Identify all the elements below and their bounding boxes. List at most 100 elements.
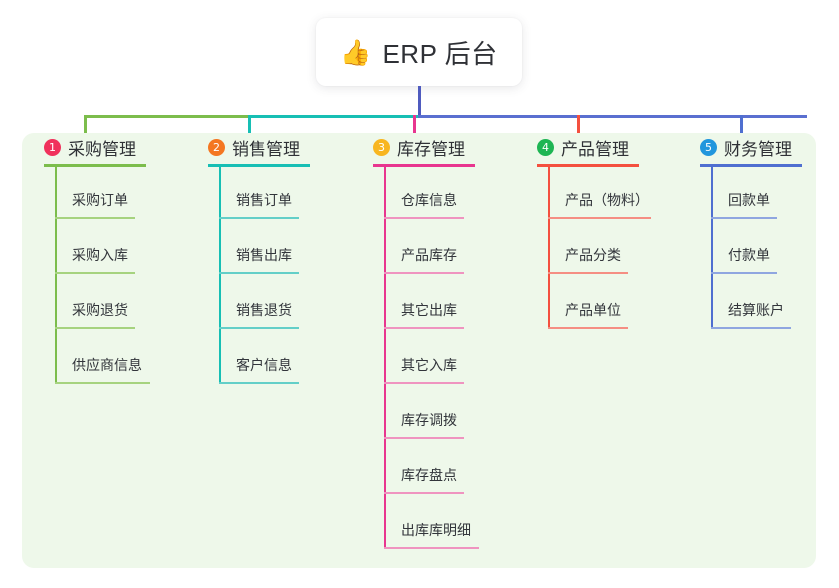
branch-column-1: 1 采购管理采购订单采购入库采购退货供应商信息 [44, 133, 150, 384]
leaf-item-underline [548, 327, 628, 329]
leaf-item-underline [384, 217, 464, 219]
leaf-item-label: 其它出库 [401, 302, 457, 318]
branch-underline [208, 164, 310, 167]
leaf-item[interactable]: 仓库信息 [384, 164, 464, 219]
leaf-item-underline [548, 217, 651, 219]
leaf-item-underline [55, 217, 135, 219]
leaf-item-underline [219, 382, 299, 384]
leaf-item-label: 客户信息 [236, 357, 292, 373]
leaf-item[interactable]: 库存盘点 [384, 439, 464, 494]
connector-drop-2 [248, 115, 251, 137]
branch-spine [548, 164, 550, 329]
leaf-item-label: 采购入库 [72, 247, 128, 263]
leaf-item[interactable]: 其它出库 [384, 274, 464, 329]
branch-number-badge: 4 [537, 138, 554, 156]
leaf-item-label: 产品（物料） [565, 192, 649, 208]
branch-column-5: 5 财务管理回款单付款单结算账户 [700, 133, 802, 329]
leaf-item-underline [384, 437, 464, 439]
leaf-item-label: 产品单位 [565, 302, 621, 318]
leaf-item-underline [711, 217, 777, 219]
leaf-item[interactable]: 销售订单 [219, 164, 299, 219]
leaf-item[interactable]: 采购入库 [55, 219, 135, 274]
thumbs-up-icon: 👍 [340, 37, 372, 67]
leaf-item-label: 销售退货 [236, 302, 292, 318]
branch-header-3[interactable]: 3 库存管理 [373, 133, 475, 161]
leaf-item-label: 仓库信息 [401, 192, 457, 208]
branch-underline [700, 164, 802, 167]
leaf-item-label: 采购订单 [72, 192, 128, 208]
branch-title: 库存管理 [397, 139, 465, 159]
branch-underline [537, 164, 639, 167]
leaf-item-label: 产品分类 [565, 247, 621, 263]
branch-number-badge: 1 [44, 138, 61, 156]
leaf-item[interactable]: 销售退货 [219, 274, 299, 329]
leaf-item-label: 采购退货 [72, 302, 128, 318]
leaf-item[interactable]: 产品（物料） [548, 164, 651, 219]
leaf-item-underline [55, 327, 135, 329]
leaf-item-underline [711, 272, 777, 274]
leaf-item[interactable]: 供应商信息 [55, 329, 150, 384]
leaf-item-underline [384, 492, 464, 494]
leaf-item-underline [384, 547, 479, 549]
branch-spine [384, 164, 386, 549]
leaf-item-underline [711, 327, 791, 329]
branch-title: 采购管理 [68, 139, 136, 159]
leaf-item[interactable]: 客户信息 [219, 329, 299, 384]
leaf-item-underline [219, 217, 299, 219]
connector-drop-5 [740, 115, 743, 137]
leaf-item[interactable]: 产品单位 [548, 274, 628, 329]
leaf-item-label: 其它入库 [401, 357, 457, 373]
leaf-item-label: 回款单 [728, 192, 770, 208]
connector-segment-green [84, 115, 251, 118]
connector-segment-blue [418, 115, 807, 118]
root-node-content: 👍 ERP 后台 [340, 34, 497, 71]
leaf-item-label: 销售出库 [236, 247, 292, 263]
leaf-item[interactable]: 付款单 [711, 219, 777, 274]
branch-column-3: 3 库存管理仓库信息产品库存其它出库其它入库库存调拨库存盘点出库库明细 [373, 133, 479, 549]
leaf-item[interactable]: 采购退货 [55, 274, 135, 329]
leaf-item-underline [219, 272, 299, 274]
branch-underline [373, 164, 475, 167]
branch-header-5[interactable]: 5 财务管理 [700, 133, 802, 161]
leaf-item[interactable]: 回款单 [711, 164, 777, 219]
leaf-item[interactable]: 出库库明细 [384, 494, 479, 549]
leaf-item-underline [384, 327, 464, 329]
branch-title: 财务管理 [724, 139, 792, 159]
leaf-item-underline [55, 272, 135, 274]
branch-header-1[interactable]: 1 采购管理 [44, 133, 146, 161]
root-title: ERP 后台 [382, 38, 498, 69]
leaf-item[interactable]: 采购订单 [55, 164, 135, 219]
branch-underline [44, 164, 146, 167]
branch-spine [219, 164, 221, 384]
branch-number-badge: 5 [700, 138, 717, 156]
leaf-item-label: 产品库存 [401, 247, 457, 263]
leaf-item-label: 供应商信息 [72, 357, 142, 373]
branch-number-badge: 3 [373, 138, 390, 156]
leaf-item[interactable]: 库存调拨 [384, 384, 464, 439]
branch-spine [55, 164, 57, 384]
leaf-item[interactable]: 产品分类 [548, 219, 628, 274]
leaf-item[interactable]: 销售出库 [219, 219, 299, 274]
root-node[interactable]: 👍 ERP 后台 [316, 18, 522, 86]
leaf-item-label: 库存调拨 [401, 412, 457, 428]
connector-drop-4 [577, 115, 580, 137]
branch-spine [711, 164, 713, 329]
leaf-item-label: 库存盘点 [401, 467, 457, 483]
leaf-item[interactable]: 其它入库 [384, 329, 464, 384]
leaf-item[interactable]: 结算账户 [711, 274, 791, 329]
connector-segment-teal [251, 115, 418, 118]
connector-drop-3 [413, 115, 416, 137]
leaf-item-underline [384, 272, 464, 274]
leaf-item-underline [384, 382, 464, 384]
connector-drop-1 [84, 115, 87, 137]
leaf-item[interactable]: 产品库存 [384, 219, 464, 274]
leaf-item-underline [219, 327, 299, 329]
leaf-item-label: 结算账户 [728, 302, 784, 318]
leaf-item-label: 销售订单 [236, 192, 292, 208]
